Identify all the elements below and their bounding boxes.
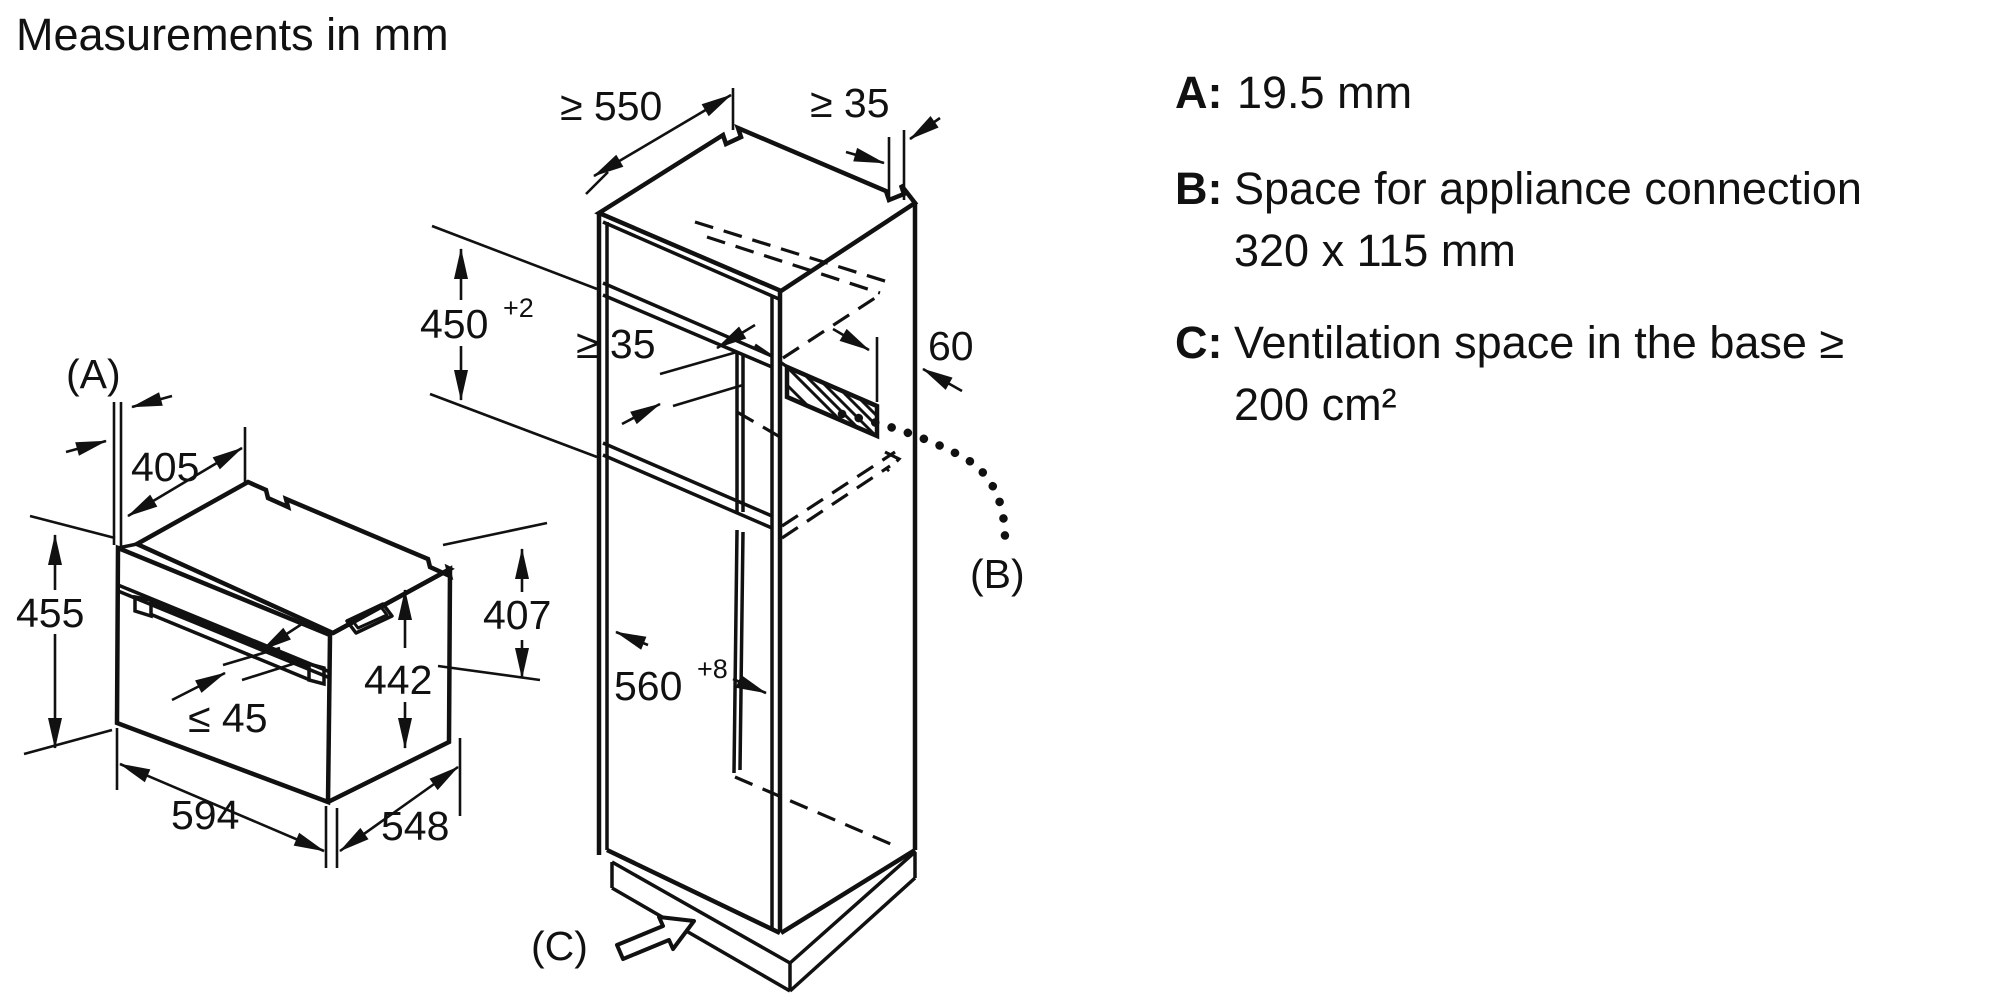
- base-ventilation-arrow-icon: [615, 915, 696, 961]
- dim-407-label: 407: [483, 592, 551, 638]
- dim-548-label: 548: [381, 803, 449, 849]
- plinth-right-bottom-edge: [788, 876, 917, 993]
- oven-grip-recess-inner: [350, 605, 389, 630]
- dim-a-arrow-left: [65, 439, 107, 456]
- dim-455-ext-bottom: [23, 728, 113, 756]
- dim-594-label: 594: [171, 792, 239, 838]
- oven-handle-bottom: [149, 612, 311, 682]
- dim-45-label: ≤ 45: [188, 695, 268, 741]
- legend-key-a: A:: [1175, 67, 1222, 118]
- legend-key-b: B:: [1175, 163, 1222, 214]
- niche-shelf-top: [602, 441, 773, 518]
- dim-45-ext1: [222, 646, 281, 667]
- dim-455-ext-top: [29, 514, 116, 540]
- cabinet-floor-front-edge: [606, 847, 781, 936]
- lower-partition-edge1: [732, 529, 739, 774]
- dim-35mid-ext2: [672, 383, 744, 408]
- label-c: (C): [531, 923, 588, 969]
- top-compartment-hidden-edge1: [694, 220, 889, 284]
- dim-450-label: 450: [420, 301, 488, 347]
- dim-60-arrow1: [832, 327, 870, 352]
- niche-shelf-bottom: [602, 453, 773, 530]
- dim-407-ext-bottom: [437, 664, 541, 682]
- dim-560-arrow-right: [732, 674, 767, 695]
- dim-35mid-label: ≥ 35: [576, 321, 656, 367]
- dim-548-line: [339, 765, 459, 853]
- page-title: Measurements in mm: [16, 9, 449, 60]
- connection-leader-dotted: [837, 409, 1010, 545]
- oven-handle-top: [149, 599, 311, 669]
- niche-ceiling-hidden-edge: [782, 294, 879, 360]
- shelf-hidden-corner: [884, 450, 902, 473]
- oven-handle-left-cap: [133, 594, 153, 619]
- dim-45-arrow2: [171, 671, 226, 702]
- plinth-bottom-edge: [611, 886, 791, 993]
- shelf-hidden-edge2: [781, 464, 891, 540]
- cabinet-top-thickness: [602, 220, 780, 301]
- label-b: (B): [970, 551, 1025, 597]
- dim-35top-arrow1: [845, 147, 885, 165]
- dim-35top-arrow2: [909, 116, 941, 141]
- dim-450-tolerance: +2: [503, 293, 534, 323]
- plinth-right-top-edge: [788, 850, 917, 965]
- dim-a-arrow-right: [131, 392, 173, 409]
- dim-560-tolerance: +8: [697, 654, 728, 684]
- dim-405-line: [127, 446, 243, 518]
- cabinet-drawing: (B) ≥ 550 ≥ 35 450 +2 ≥ 35 60 560: [420, 80, 1025, 993]
- cabinet-right-bottom-edge: [779, 848, 917, 935]
- top-compartment-hidden-edge2: [706, 235, 881, 295]
- lower-partition-edge2: [738, 531, 745, 771]
- dim-35mid-arrow2: [621, 402, 661, 426]
- legend-text-c2: 200 cm²: [1234, 379, 1397, 430]
- dim-45-ext2: [241, 660, 300, 682]
- dim-450-ext-bottom: [429, 392, 598, 459]
- dim-550-label: ≥ 550: [560, 83, 662, 129]
- connection-area-lead2: [736, 410, 788, 443]
- dim-442-label: 442: [364, 657, 432, 703]
- oven-grip-recess-icon: [345, 602, 394, 635]
- dim-407-ext-top: [442, 521, 548, 547]
- shelf-hidden-edge1: [781, 450, 896, 528]
- dim-45-arrow1: [261, 620, 306, 652]
- dim-60-arrow2: [922, 367, 963, 393]
- legend-text-a: 19.5 mm: [1237, 67, 1412, 118]
- legend-key-c: C:: [1175, 317, 1222, 368]
- dim-60-label: 60: [928, 323, 974, 369]
- dim-35top-label: ≥ 35: [810, 80, 890, 126]
- dim-35mid-arrow1: [716, 323, 756, 350]
- oven-control-band-line: [117, 583, 331, 674]
- dim-a-label: (A): [66, 351, 121, 397]
- floor-hidden-edge: [734, 775, 894, 847]
- dim-560-label: 560: [614, 663, 682, 709]
- dim-594-line: [119, 762, 325, 853]
- dim-455-label: 455: [16, 590, 84, 636]
- cabinet-top-face: [594, 123, 919, 294]
- legend: A: 19.5 mm B: Space for appliance connec…: [1175, 67, 1862, 430]
- connection-area-hatching: [785, 365, 879, 438]
- oven-drawing: (A) 405 455 ≤ 45 442 594 548: [16, 351, 551, 868]
- dim-550-line: [593, 93, 732, 178]
- oven-handle-right-cap: [307, 661, 326, 687]
- dim-35mid-ext1: [659, 350, 738, 376]
- dim-450-ext-top: [431, 224, 598, 291]
- legend-text-b2: 320 x 115 mm: [1234, 225, 1516, 276]
- dim-405-label: 405: [131, 444, 199, 490]
- legend-text-c1: Ventilation space in the base ≥: [1234, 317, 1844, 368]
- plinth-top-edge: [611, 860, 791, 965]
- legend-text-b1: Space for appliance connection: [1234, 163, 1862, 214]
- connection-area-lead1: [754, 343, 787, 368]
- dim-560-arrow-left: [615, 630, 649, 650]
